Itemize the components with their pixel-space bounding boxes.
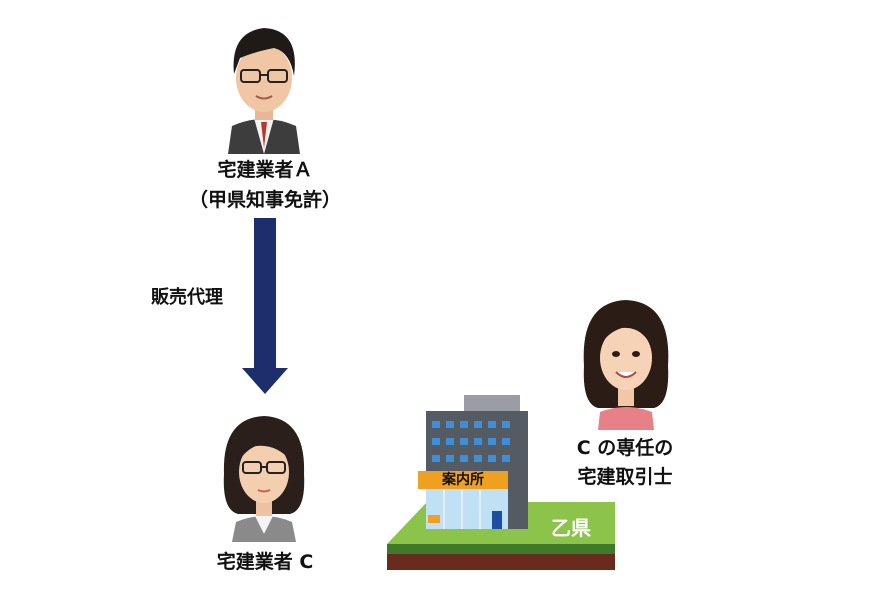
prefecture-label: 乙県 (551, 516, 591, 540)
agent-label-line2: 宅建取引士 (577, 466, 673, 488)
building-icon (418, 395, 528, 529)
agent-label-line1: C の専任の (576, 437, 674, 459)
dealer-a-name: 宅建業者Ａ (217, 159, 313, 181)
office-sign: 案内所 (442, 472, 484, 488)
dealer-a-license: （甲県知事免許） (188, 189, 341, 211)
agent-avatar-icon (583, 300, 669, 430)
dealer-a-avatar-icon (228, 28, 300, 154)
relation-label: 販売代理 (151, 287, 223, 308)
arrow-down-icon (242, 218, 288, 394)
dealer-c-name: 宅建業者 C (216, 551, 314, 573)
dealer-c-avatar-icon (223, 416, 305, 542)
